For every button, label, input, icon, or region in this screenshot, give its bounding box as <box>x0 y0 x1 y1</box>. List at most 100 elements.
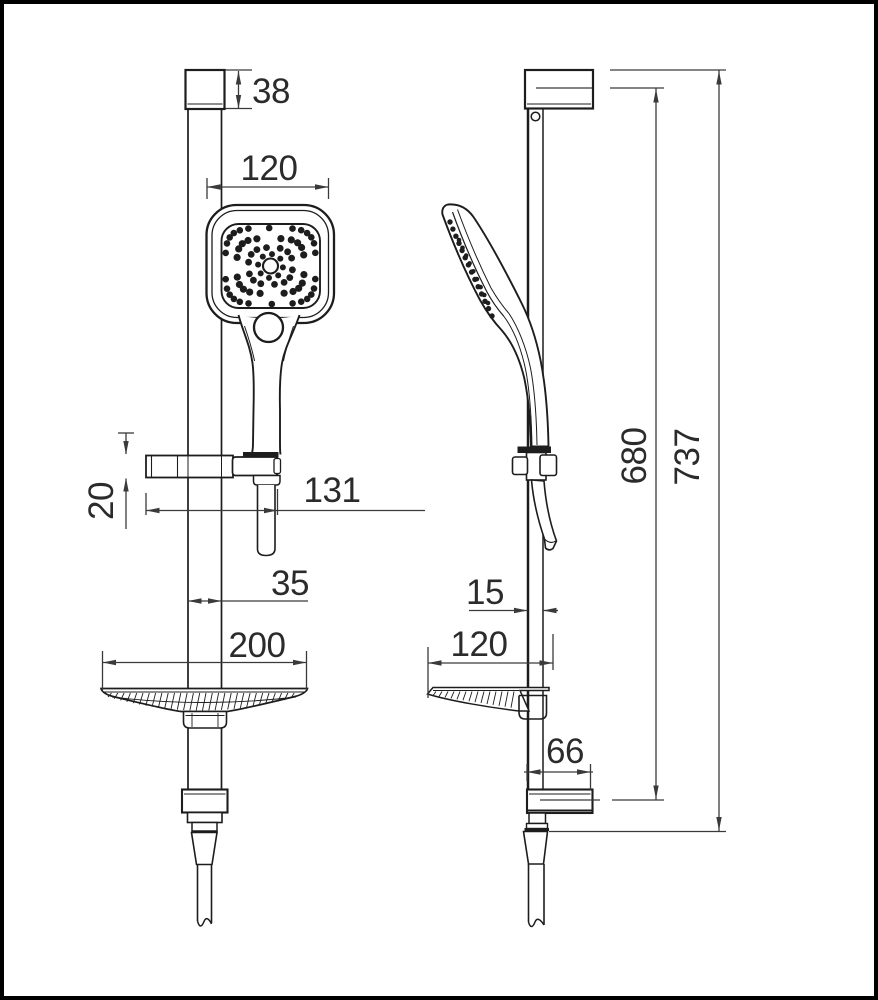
dish-hatch-side <box>480 691 485 704</box>
nozzle-dot-side <box>460 245 465 251</box>
nozzle-dot <box>253 235 261 243</box>
hand-shower-front <box>205 203 336 455</box>
dimension-arrow <box>539 660 553 666</box>
shower-hose-front <box>256 485 276 557</box>
nozzle-dot <box>284 248 291 256</box>
dish-hatch <box>157 692 163 708</box>
dish-hatch <box>183 692 188 711</box>
nozzle-dot <box>308 234 315 241</box>
nozzle-dot <box>235 245 243 253</box>
technical-drawing: 38 120 20 131 <box>82 68 726 928</box>
nozzle-dot <box>276 244 284 252</box>
dim-label-38: 38 <box>252 72 290 111</box>
nozzle-dot <box>245 300 252 307</box>
dish-hatch-side <box>462 691 467 701</box>
handle-seat <box>243 452 279 458</box>
dimension-arrow <box>188 598 202 604</box>
nozzle-dot <box>289 266 296 274</box>
hand-shower-side <box>441 203 550 448</box>
dim-soap-dish-width: 200 <box>101 626 308 690</box>
bottom-bracket-front <box>180 788 229 927</box>
front-view: 38 120 20 131 <box>82 68 425 927</box>
nozzle-dot <box>256 289 264 297</box>
nozzle-dot-side <box>456 240 462 246</box>
dim-bracket-height: 38 <box>225 69 290 111</box>
nozzle-dot <box>259 253 266 260</box>
nozzle-dot <box>277 255 284 262</box>
dimension-arrow <box>123 478 129 492</box>
dimension-arrow <box>315 184 329 190</box>
dish-hatch-side <box>510 691 515 708</box>
dim-handshower-width: 120 <box>206 149 330 199</box>
slider-holder-side <box>511 446 558 481</box>
nozzle-dot <box>298 279 306 287</box>
nozzle-dot <box>280 279 288 286</box>
dimension-arrow <box>264 507 278 514</box>
nozzle-dot-side <box>485 305 492 312</box>
nozzle-dot-side <box>447 219 453 225</box>
dish-hatch-side <box>432 691 437 696</box>
dimension-arrow <box>653 89 659 103</box>
nozzle-dot <box>269 251 275 258</box>
spray-mode-button <box>252 311 285 344</box>
nozzle-dot <box>226 291 233 299</box>
dish-hatch <box>139 692 144 705</box>
dim-rail-width: 35 <box>188 564 309 603</box>
hose-break-line <box>196 917 213 927</box>
dim-holder-height: 20 <box>82 432 134 529</box>
shower-hose-side <box>530 479 558 551</box>
nozzle-dot-side <box>450 226 456 232</box>
nozzle-dot <box>277 235 285 243</box>
dish-hatch-side <box>474 691 479 703</box>
dish-hatch <box>220 692 226 710</box>
nozzle-dot <box>265 224 273 232</box>
dim-label-66: 66 <box>546 732 584 771</box>
dish-hatch <box>239 692 245 709</box>
nozzle-dot <box>233 253 241 261</box>
nozzle-dot <box>271 281 278 288</box>
nozzle-dot <box>239 285 247 293</box>
dim-label-20: 20 <box>82 482 121 520</box>
dish-hatch <box>227 692 232 710</box>
dish-hatch <box>283 692 289 701</box>
nozzle-dot <box>223 240 231 247</box>
nozzle-dot <box>230 229 238 237</box>
nozzle-dot-side <box>453 233 459 239</box>
dimension-arrow <box>577 769 591 775</box>
dim-label-120-side: 120 <box>451 625 508 664</box>
nozzle-dot-side <box>474 276 480 282</box>
wall-bracket-top-side <box>523 68 595 122</box>
dimension-arrow <box>716 817 722 831</box>
nozzle-dot <box>236 227 244 234</box>
nozzle-dot <box>312 249 319 257</box>
dish-hatch <box>252 692 257 707</box>
dish-hatch <box>145 692 150 706</box>
dim-soap-dish-depth: 120 <box>427 625 554 698</box>
dim-label-131: 131 <box>304 471 361 510</box>
dimension-arrow <box>514 607 528 614</box>
nozzle-dot <box>266 274 272 281</box>
dim-label-737: 737 <box>668 429 707 486</box>
dish-hatch <box>246 692 251 708</box>
center-nozzle <box>261 257 280 275</box>
dim-label-35: 35 <box>271 564 309 603</box>
nozzle-dot <box>300 271 308 279</box>
nozzle-dot <box>298 243 306 252</box>
dimension-arrow <box>235 95 242 109</box>
nozzle-dot <box>295 284 303 292</box>
nozzle-dot <box>280 289 288 297</box>
dish-hatch-side <box>468 691 473 702</box>
nozzle-dot <box>223 285 231 293</box>
nozzle-dot <box>235 280 243 289</box>
side-view: 15 120 66 680 <box>426 68 726 928</box>
dimension-arrow <box>235 71 242 85</box>
hose-outlet-cone-side <box>522 830 549 865</box>
nozzle-dot <box>245 258 253 266</box>
wall-bracket-top-front <box>184 68 226 111</box>
dimension-arrows <box>102 71 722 831</box>
dimension-arrow <box>716 71 722 85</box>
nozzle-dot <box>303 229 311 237</box>
nozzle-dots-side <box>447 219 495 319</box>
hose-connector <box>252 474 281 486</box>
